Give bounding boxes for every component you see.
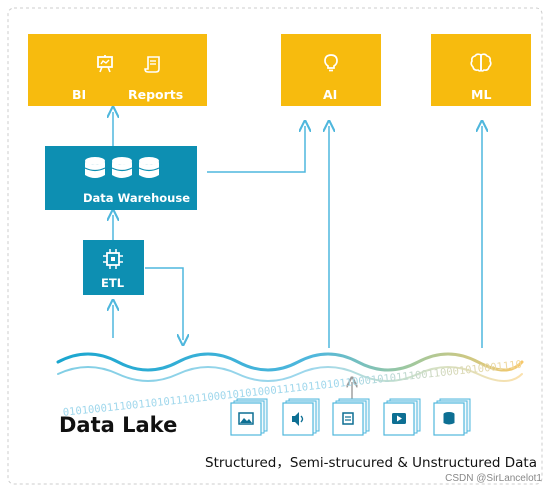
etl-box: ETL bbox=[83, 240, 144, 295]
lightbulb-icon bbox=[324, 54, 338, 72]
audio-icon bbox=[282, 398, 320, 436]
database-stack-icon bbox=[84, 157, 160, 178]
data-types-caption: Structured，Semi-strucured & Unstructured… bbox=[205, 455, 537, 471]
etl-label: ETL bbox=[101, 276, 125, 290]
video-icon bbox=[383, 398, 421, 436]
brain-icon bbox=[470, 53, 492, 72]
data-type-icons bbox=[230, 398, 471, 436]
bi-label: BI bbox=[72, 87, 87, 102]
watermark: CSDN @SirLancelot1 bbox=[445, 473, 542, 484]
reports-label: Reports bbox=[128, 87, 184, 102]
arrow-etl-to-lake bbox=[145, 267, 183, 340]
image-icon bbox=[230, 398, 268, 436]
data-lake-title: Data Lake bbox=[59, 413, 178, 437]
presentation-icon bbox=[97, 55, 113, 73]
chip-icon bbox=[103, 249, 123, 269]
data-warehouse-box: Data Warehouse bbox=[45, 146, 197, 210]
document-icon bbox=[332, 398, 370, 436]
ai-box: AI bbox=[281, 34, 381, 106]
ai-label: AI bbox=[323, 87, 338, 102]
connector-lines bbox=[113, 112, 482, 348]
arrow-warehouse-to-ai bbox=[207, 126, 305, 173]
database-icon bbox=[433, 398, 471, 436]
scroll-icon bbox=[144, 56, 160, 73]
ml-box: ML bbox=[431, 34, 531, 106]
outer-frame bbox=[7, 7, 543, 485]
bi-reports-box: BI Reports bbox=[28, 34, 207, 106]
data-lake-waves bbox=[56, 352, 524, 382]
warehouse-label: Data Warehouse bbox=[83, 191, 190, 205]
ml-label: ML bbox=[471, 87, 492, 102]
